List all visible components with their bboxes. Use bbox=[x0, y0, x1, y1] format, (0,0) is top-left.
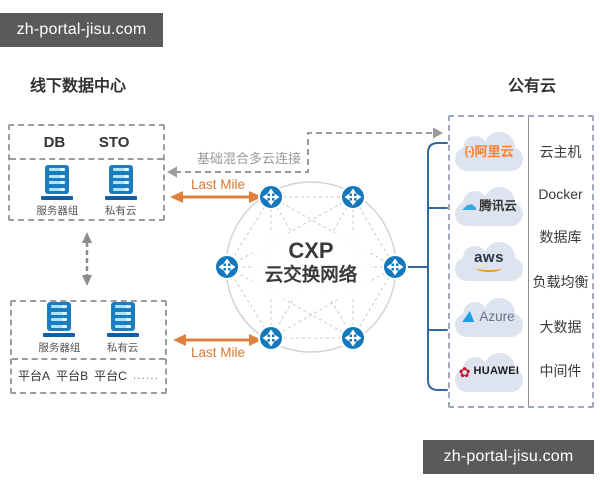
server-base bbox=[106, 333, 139, 337]
service-label-cloud-host: 云主机 bbox=[539, 143, 582, 160]
service-label-database: 数据库 bbox=[539, 229, 582, 246]
service-label-middleware: 中间件 bbox=[539, 363, 582, 380]
cloud-shape-icon bbox=[455, 352, 523, 392]
server-icon bbox=[110, 302, 135, 331]
service-label-load-balance: 负载均衡 bbox=[532, 273, 589, 290]
alibaba-cloud-logo-icon: (-) 阿里云 bbox=[464, 143, 514, 159]
aws-logo-icon: aws bbox=[474, 250, 504, 273]
server-label: 私有云 bbox=[104, 205, 137, 217]
datacenter-box-top: DB STO 服务器组 私有云 bbox=[8, 124, 165, 221]
hybrid-link-label: 基础混合多云连接 bbox=[197, 151, 302, 166]
router-node-icon bbox=[340, 184, 366, 210]
cxp-network-label: CXP 云交换网络 bbox=[253, 238, 369, 286]
server-label: 私有云 bbox=[106, 342, 139, 354]
azure-triangle-icon bbox=[462, 311, 477, 323]
lastmile-label-bottom: Last Mile bbox=[190, 345, 246, 360]
server-base bbox=[104, 196, 137, 200]
alibaba-bracket-glyph: (-) bbox=[464, 144, 474, 159]
router-node-icon bbox=[258, 325, 284, 351]
watermark-text: zh-portal-jisu.com bbox=[16, 21, 147, 38]
db-label: DB bbox=[43, 133, 66, 151]
platform-a-label: 平台A bbox=[18, 368, 51, 383]
router-node-icon bbox=[214, 254, 240, 280]
huawei-logo-icon: ✿ HUAWEI bbox=[458, 363, 520, 380]
cxp-subtitle: 云交换网络 bbox=[264, 264, 358, 286]
provider-alibaba-cloud: (-) 阿里云 bbox=[453, 128, 525, 174]
platform-c-label: 平台C bbox=[94, 368, 127, 383]
private-cloud-server: 私有云 bbox=[106, 302, 139, 355]
db-sto-row: DB STO bbox=[10, 126, 163, 160]
provider-azure: Azure bbox=[453, 294, 525, 340]
azure-logo-icon: Azure bbox=[462, 310, 515, 324]
cloud-shape-icon bbox=[455, 187, 523, 227]
platform-b-label: 平台B bbox=[56, 368, 89, 383]
tencent-cloud-logo-icon: ☁ 腾讯云 bbox=[461, 197, 517, 215]
tencent-cloud-glyph: ☁ bbox=[461, 197, 478, 215]
server-base bbox=[43, 333, 76, 337]
router-node-icon bbox=[258, 184, 284, 210]
public-cloud-title: 公有云 bbox=[507, 78, 556, 95]
provider-bracket bbox=[406, 142, 448, 391]
server-group: 服务器组 bbox=[36, 165, 78, 218]
server-base bbox=[41, 196, 74, 200]
private-cloud-server: 私有云 bbox=[104, 165, 137, 218]
services-column: 云主机 Docker 数据库 负载均衡 大数据 中间件 bbox=[529, 117, 592, 406]
provider-aws: aws bbox=[453, 238, 525, 284]
sync-arrow bbox=[82, 232, 92, 286]
huawei-flower-glyph: ✿ bbox=[458, 363, 471, 380]
server-group: 服务器组 bbox=[38, 302, 80, 355]
sto-label: STO bbox=[98, 133, 130, 151]
router-node-icon bbox=[382, 254, 408, 280]
watermark-banner-top: zh-portal-jisu.com bbox=[0, 13, 163, 47]
servers-row: 服务器组 私有云 bbox=[12, 302, 165, 360]
server-icon bbox=[45, 165, 70, 194]
provider-tencent-cloud: ☁ 腾讯云 bbox=[453, 183, 525, 229]
provider-huawei: ✿ HUAWEI bbox=[453, 349, 525, 395]
server-label: 服务器组 bbox=[38, 342, 81, 354]
lastmile-label-top: Last Mile bbox=[190, 177, 246, 192]
lastmile-arrow-top bbox=[170, 191, 262, 203]
platforms-row: 平台A 平台B 平台C ...... bbox=[12, 360, 165, 390]
server-label: 服务器组 bbox=[36, 205, 79, 217]
cloud-shape-icon bbox=[455, 297, 523, 337]
server-icon bbox=[108, 165, 133, 194]
aws-smile-icon bbox=[475, 264, 502, 273]
platform-more-label: ...... bbox=[132, 368, 159, 382]
providers-column: (-) 阿里云 ☁ 腾讯云 aws bbox=[450, 117, 529, 406]
service-label-big-data: 大数据 bbox=[539, 318, 582, 335]
server-icon bbox=[47, 302, 72, 331]
datacenter-title: 线下数据中心 bbox=[30, 78, 127, 95]
watermark-text: zh-portal-jisu.com bbox=[443, 448, 574, 465]
servers-row: 服务器组 私有云 bbox=[10, 160, 163, 218]
cxp-title: CXP bbox=[288, 238, 334, 263]
router-node-icon bbox=[340, 325, 366, 351]
watermark-banner-bottom: zh-portal-jisu.com bbox=[423, 440, 594, 474]
service-label-docker: Docker bbox=[538, 186, 583, 203]
public-cloud-box: (-) 阿里云 ☁ 腾讯云 aws bbox=[448, 115, 594, 408]
cloud-shape-icon bbox=[455, 132, 523, 172]
datacenter-box-bottom: 服务器组 私有云 平台A 平台B 平台C ...... bbox=[10, 300, 167, 394]
